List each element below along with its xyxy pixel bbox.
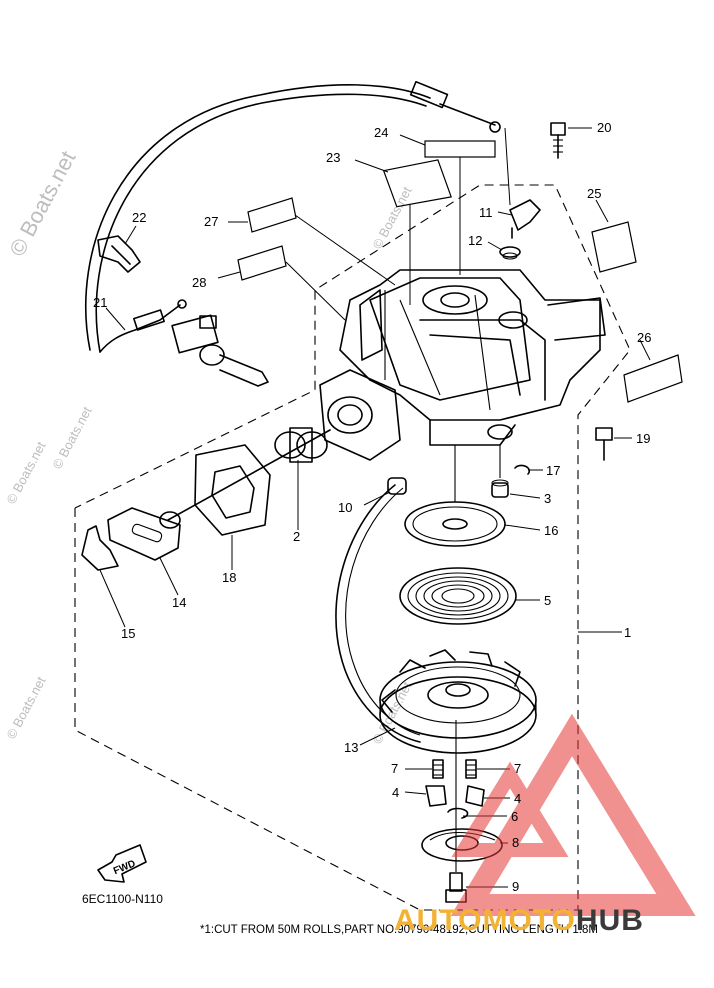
callout-20: 20 [597,120,611,135]
callout-7a: 7 [391,761,398,776]
spring-7-left [405,759,444,779]
clip-15 [81,525,126,628]
watermark-main: © Boats.net [4,147,80,261]
callout-11: 11 [479,205,493,220]
diagram-code: 6EC1100-N110 [82,892,163,906]
callout-12: 12 [468,233,482,248]
callout-7b: 7 [514,761,521,776]
plate-16 [404,445,541,547]
callout-9: 9 [512,879,519,894]
clip-17 [514,464,543,475]
label-26 [623,339,683,403]
callout-3: 3 [544,491,551,506]
lockout-assembly [171,314,269,387]
callout-23: 23 [326,150,340,165]
starter-case [339,269,606,446]
callout-24: 24 [374,125,388,140]
callout-17: 17 [546,463,560,478]
callout-26: 26 [637,330,651,345]
clamp-22 [97,225,141,273]
rope-end-10 [363,477,407,506]
cable-arc-inner [95,93,427,353]
logo-hub-text: HUB [575,904,644,937]
grommet-assembly [167,369,401,570]
watermark-1: © Boats.net [3,439,48,507]
fwd-label: FWD [112,858,137,877]
pulley [379,649,537,754]
rope-13 [335,484,421,743]
callout-5: 5 [544,593,551,608]
callout-25: 25 [587,186,601,201]
bolt-19 [595,427,632,461]
callout-4a: 4 [392,785,399,800]
logo-auto-text: AUTOMOTO [394,904,576,937]
callout-13: 13 [344,740,358,755]
callout-18: 18 [222,570,236,585]
cable-arc [84,84,431,351]
handle-14 [107,507,181,596]
callout-2: 2 [293,529,300,544]
spring-12 [487,241,521,260]
spring-7-right [465,759,510,779]
callout-19: 19 [636,431,650,446]
watermark-2: © Boats.net [3,674,48,742]
callout-15: 15 [121,626,135,641]
fwd-arrow-icon: FWD [97,844,147,883]
callout-14: 14 [172,595,186,610]
automotohub-logo-text: AUTOMOTOHUB [394,904,644,938]
watermark-5: © Boats.net [49,404,94,472]
callout-8: 8 [512,835,519,850]
callout-6: 6 [511,809,518,824]
callout-16: 16 [544,523,558,538]
collar-3 [491,445,541,499]
callout-1: 1 [624,625,631,640]
watermarks: © Boats.net © Boats.net © Boats.net © Bo… [3,147,414,747]
cable-end-top [409,80,501,133]
lever-11 [497,127,541,239]
cable-21 [99,299,187,353]
callout-4b: 4 [514,791,521,806]
pawl-4-left [404,785,447,807]
callout-22: 22 [132,210,146,225]
assembly-boundary [74,184,631,911]
label-28 [217,245,346,321]
leader-13 [359,727,396,746]
callout-28: 28 [192,275,206,290]
callouts: 1 2 3 4 4 5 6 7 7 8 9 10 11 12 13 14 15 … [93,120,651,894]
callout-27: 27 [204,214,218,229]
cutting-note: *1:CUT FROM 50M ROLLS,PART NO.90790-4819… [200,924,598,936]
label-25 [591,199,637,273]
callout-10: 10 [338,500,352,515]
spring-5 [399,567,540,625]
label-23 [354,159,452,305]
label-24 [399,134,496,275]
label-27 [228,197,396,286]
automotohub-logo-mark [450,713,696,916]
callout-21: 21 [93,295,107,310]
bolt-20 [550,122,566,159]
